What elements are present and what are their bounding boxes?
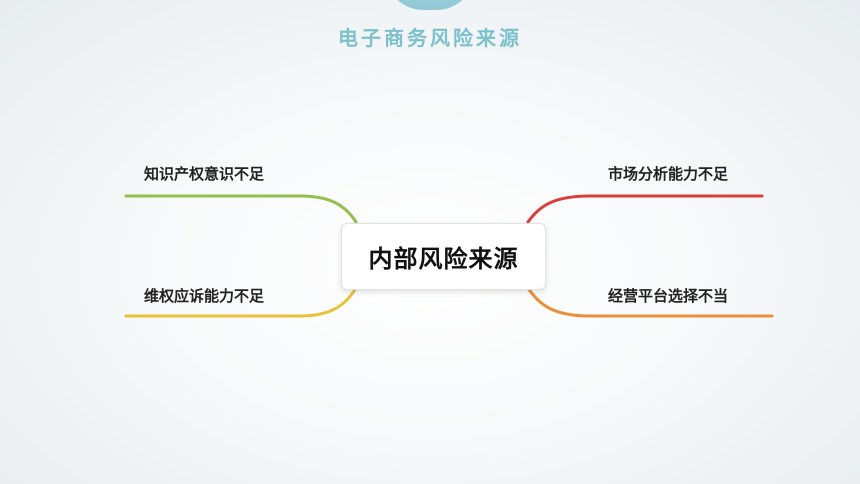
- center-node: 内部风险来源: [341, 223, 546, 290]
- connector-top-right: [526, 194, 764, 224]
- center-node-label: 内部风险来源: [368, 245, 519, 273]
- branch-label-market-analysis: 市场分析能力不足: [608, 165, 729, 183]
- top-ornament: [384, 0, 476, 10]
- connector-top-left: [124, 194, 358, 224]
- branch-label-rights-defense: 维权应诉能力不足: [144, 287, 265, 305]
- connector-bottom-left: [124, 286, 358, 318]
- branch-label-ip-awareness: 知识产权意识不足: [144, 165, 265, 183]
- connector-bottom-right: [526, 286, 774, 318]
- branch-label-platform-choice: 经营平台选择不当: [608, 287, 729, 305]
- slide-title: 电子商务风险来源: [338, 26, 522, 50]
